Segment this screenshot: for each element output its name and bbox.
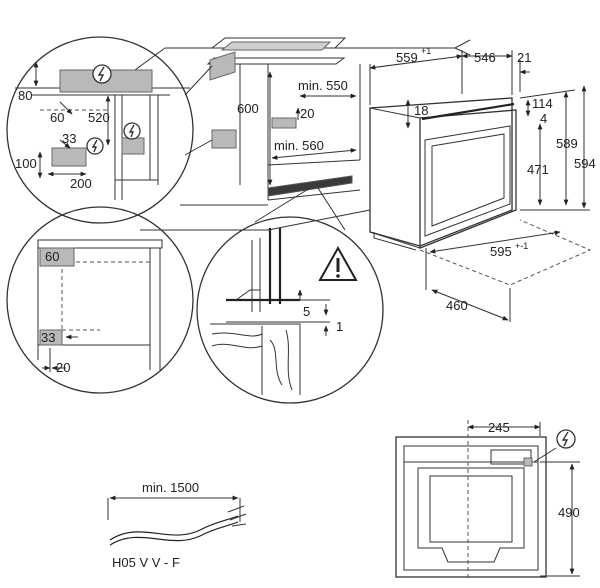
socket-area-niche [211, 129, 237, 149]
dim-460: 460 [446, 298, 468, 313]
plug-electrical-icon [92, 64, 112, 84]
dim-min-1500: min. 1500 [142, 480, 199, 495]
cutout-60 [39, 247, 75, 267]
power-cable [107, 495, 247, 546]
dim-245: 245 [488, 420, 510, 435]
dim-1: 1 [336, 319, 343, 334]
ventilation-slot [267, 175, 353, 197]
warning-triangle-icon [318, 245, 358, 281]
oven-rear-view [395, 420, 580, 580]
dim-490: 490 [558, 505, 580, 520]
detail-circle-corner [6, 206, 194, 394]
dim-114: 114 [532, 96, 553, 111]
detail-circle-clearance [196, 187, 384, 404]
dim-595: 595 [490, 244, 512, 259]
dim-589: 589 [556, 136, 578, 151]
oven-unit [369, 50, 592, 322]
dim-60-socket: 60 [50, 110, 64, 125]
plug-electrical-icon-rear [556, 429, 576, 449]
dim-20-corner: 20 [56, 360, 70, 375]
dim-18: 18 [414, 103, 428, 118]
dim-4: 4 [540, 111, 547, 126]
cutout-33 [39, 329, 63, 346]
dim-5: 5 [303, 304, 310, 319]
dim-20-niche: 20 [300, 106, 314, 121]
cable-type-label: H05 V V - F [112, 555, 180, 570]
dim-546: 546 [474, 50, 496, 65]
detail-circle-socket [6, 36, 213, 224]
dim-100: 100 [15, 156, 37, 171]
dim-min-560: min. 560 [274, 138, 324, 153]
dim-200: 200 [70, 176, 92, 191]
cabinet-niche [129, 37, 471, 231]
dim-21: 21 [517, 50, 531, 65]
dim-600: 600 [237, 101, 259, 116]
dim-60-corner: 60 [45, 249, 59, 264]
dim-471: 471 [527, 162, 549, 177]
dim-min-550: min. 550 [298, 78, 348, 93]
dim-559-tolerance: +1 [421, 46, 431, 56]
plug-electrical-icon-lower [86, 137, 104, 155]
dim-520: 520 [88, 110, 110, 125]
dim-80: 80 [18, 88, 32, 103]
plug-electrical-icon-side [123, 122, 141, 140]
dim-33-corner: 33 [41, 330, 55, 345]
socket-area-top [209, 51, 236, 81]
dim-33-socket: 33 [62, 131, 76, 146]
dim-594: 594 [574, 156, 596, 171]
dim-595-tolerance: +-1 [515, 241, 528, 251]
socket-lower [51, 147, 87, 167]
dim-559: 559 [396, 50, 418, 65]
